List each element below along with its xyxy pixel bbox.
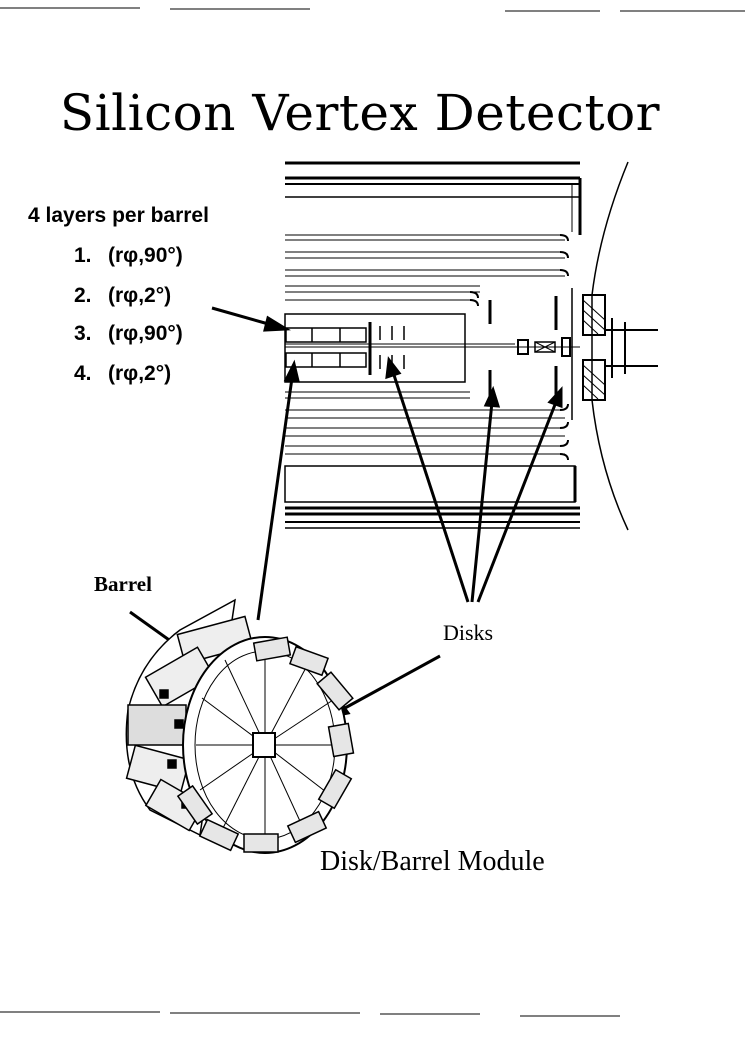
- disks-label: Disks: [443, 620, 494, 645]
- layer-number: 1.: [74, 244, 92, 267]
- layer-item: 2. (rφ,2°): [74, 284, 171, 308]
- barrel-label: Barrel: [94, 572, 152, 596]
- layer-label: (rφ,2°): [108, 362, 172, 385]
- layer-item: 4. (rφ,2°): [74, 362, 171, 386]
- module-caption: Disk/Barrel Module: [320, 846, 545, 877]
- scan-edge-marks: [0, 7, 745, 1017]
- detector-cross-section: [284, 161, 658, 531]
- layer-number: 3.: [74, 322, 92, 345]
- layer-label: (rφ,90°): [108, 244, 183, 267]
- page-title: Silicon Vertex Detector: [59, 84, 661, 142]
- disk-barrel-module: [125, 598, 355, 854]
- layer-number: 2.: [74, 284, 92, 307]
- layer-item: 1. (rφ,90°): [74, 244, 183, 268]
- layer-number: 4.: [74, 362, 92, 385]
- layer-item: 3. (rφ,90°): [74, 322, 183, 346]
- layer-label: (rφ,90°): [108, 322, 183, 345]
- layers-heading: 4 layers per barrel: [28, 204, 209, 227]
- layer-label: (rφ,2°): [108, 284, 172, 307]
